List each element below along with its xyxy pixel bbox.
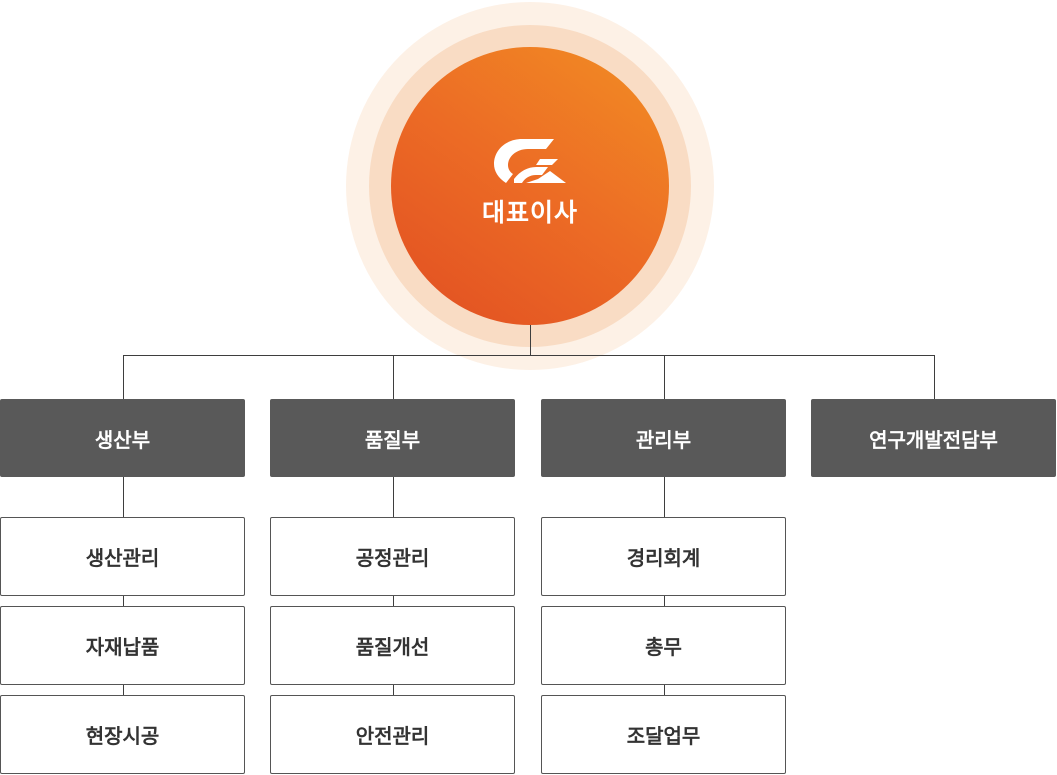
connector-horizontal bbox=[123, 355, 935, 356]
ceo-title: 대표이사 bbox=[481, 199, 578, 227]
dept-quality: 품질부 bbox=[270, 399, 515, 477]
team-production-management: 생산관리 bbox=[0, 517, 245, 596]
team-site-construction: 현장시공 bbox=[0, 695, 245, 774]
team-general-affairs: 총무 bbox=[541, 606, 786, 685]
team-material-delivery: 자재납품 bbox=[0, 606, 245, 685]
ceo-node: 대표이사 bbox=[391, 47, 669, 325]
team-procurement: 조달업무 bbox=[541, 695, 786, 774]
connector-dept-0 bbox=[123, 355, 124, 399]
team-accounting: 경리회계 bbox=[541, 517, 786, 596]
team-process-management: 공정관리 bbox=[270, 517, 515, 596]
connector-dept-1 bbox=[393, 355, 394, 399]
dept-production: 생산부 bbox=[0, 399, 245, 477]
dept-management: 관리부 bbox=[541, 399, 786, 477]
team-quality-improvement: 품질개선 bbox=[270, 606, 515, 685]
connector-dept-2 bbox=[664, 355, 665, 399]
connector-dept-3 bbox=[934, 355, 935, 399]
connector-ceo-down bbox=[530, 325, 531, 356]
team-safety-management: 안전관리 bbox=[270, 695, 515, 774]
dept-rnd: 연구개발전담부 bbox=[811, 399, 1056, 477]
company-logo-icon bbox=[494, 139, 566, 183]
